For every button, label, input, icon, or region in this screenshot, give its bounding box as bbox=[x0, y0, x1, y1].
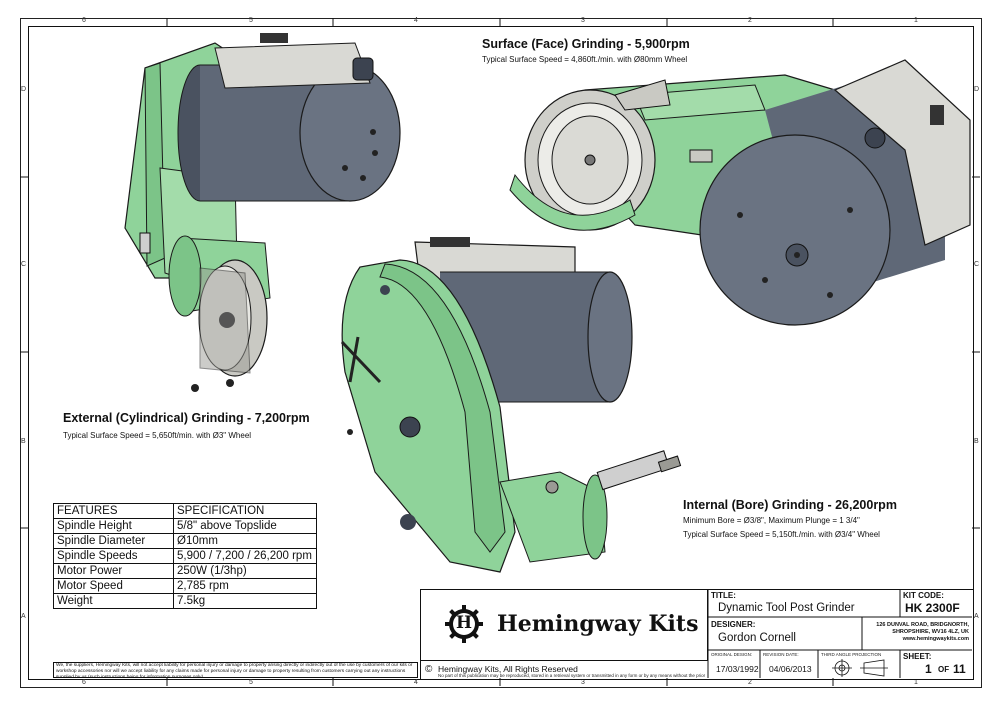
third-angle-projection-icon bbox=[832, 659, 888, 677]
zone-right-d: D bbox=[974, 86, 980, 93]
zone-top-4: 4 bbox=[414, 17, 418, 24]
surface-view-subtitle: Typical Surface Speed = 4,860ft./min. wi… bbox=[482, 55, 688, 64]
designer-name: Gordon Cornell bbox=[718, 632, 796, 644]
copyright-note: No part of this publication may be repro… bbox=[438, 673, 706, 678]
surface-grinding-render bbox=[509, 59, 971, 326]
original-design-label: ORIGINAL DESIGN: bbox=[711, 652, 753, 657]
external-view-title: External (Cylindrical) Grinding - 7,200r… bbox=[63, 411, 310, 425]
zone-bottom-1: 1 bbox=[914, 679, 918, 686]
zone-top-5: 5 bbox=[249, 17, 253, 24]
zone-top-3: 3 bbox=[581, 17, 585, 24]
copyright-symbol: © bbox=[425, 664, 433, 675]
zone-left-b: B bbox=[21, 438, 26, 445]
zone-bottom-3: 3 bbox=[581, 679, 585, 686]
zone-right-b: B bbox=[974, 438, 979, 445]
zone-right-a: A bbox=[974, 613, 979, 620]
external-grinding-render bbox=[124, 33, 401, 392]
zone-left-c: C bbox=[21, 261, 27, 268]
revision-date: 04/06/2013 bbox=[769, 664, 812, 674]
feature-name: Spindle Speeds bbox=[53, 548, 174, 564]
feature-spec: 7.5kg bbox=[173, 593, 317, 609]
copyright-text: Hemingway Kits, All Rights Reserved bbox=[438, 664, 578, 674]
feature-spec: 5/8" above Topslide bbox=[173, 518, 317, 534]
brand-name: Hemingway Kits bbox=[497, 611, 699, 637]
internal-grinding-render bbox=[340, 237, 682, 573]
feature-name: Spindle Diameter bbox=[53, 533, 174, 549]
gear-logo-icon bbox=[445, 605, 483, 643]
revision-date-label: REVISION DATE: bbox=[763, 652, 799, 657]
feature-name: Motor Power bbox=[53, 563, 174, 579]
feature-name: Spindle Height bbox=[53, 518, 174, 534]
surface-view-title: Surface (Face) Grinding - 5,900rpm bbox=[482, 37, 690, 51]
zone-top-2: 2 bbox=[748, 17, 752, 24]
kit-code-label: KIT CODE: bbox=[903, 591, 944, 600]
kit-code: HK 2300F bbox=[905, 601, 960, 615]
address-website: www.hemingwaykits.com bbox=[902, 636, 969, 642]
zone-bottom-2: 2 bbox=[748, 679, 752, 686]
sheet-label: SHEET: bbox=[903, 652, 932, 661]
zone-left-d: D bbox=[21, 86, 27, 93]
original-design-date: 17/03/1992 bbox=[716, 664, 759, 674]
feature-name: Weight bbox=[53, 593, 174, 609]
zone-bottom-6: 6 bbox=[82, 679, 86, 686]
sheet-total: 11 bbox=[953, 662, 966, 676]
drawing-title: Dynamic Tool Post Grinder bbox=[718, 602, 855, 614]
liability-disclaimer: We, the suppliers, Hemingway Kits, will … bbox=[53, 662, 418, 678]
logo-letter: H bbox=[456, 613, 473, 633]
title-label: TITLE: bbox=[711, 591, 736, 600]
internal-view-subtitle-bore: Minimum Bore = Ø3/8", Maximum Plunge = 1… bbox=[683, 516, 860, 525]
zone-bottom-5: 5 bbox=[249, 679, 253, 686]
designer-label: DESIGNER: bbox=[711, 620, 756, 629]
zone-bottom-4: 4 bbox=[414, 679, 418, 686]
internal-view-subtitle-speed: Typical Surface Speed = 5,150ft./min. wi… bbox=[683, 530, 880, 539]
zone-left-a: A bbox=[21, 613, 26, 620]
external-view-subtitle: Typical Surface Speed = 5,650ft/min. wit… bbox=[63, 431, 252, 440]
address-line: SHROPSHIRE, WV16 4LZ, UK bbox=[892, 629, 969, 635]
zone-top-6: 6 bbox=[82, 17, 86, 24]
title-block bbox=[420, 589, 974, 680]
zone-right-c: C bbox=[974, 261, 980, 268]
address-line: 126 DUNVAL ROAD, BRIDGNORTH, bbox=[876, 622, 969, 628]
sheet-of: OF bbox=[938, 665, 950, 674]
sheet-number: 1 bbox=[925, 662, 932, 676]
drawing-border-outer bbox=[20, 18, 982, 688]
company-address: 126 DUNVAL ROAD, BRIDGNORTH, SHROPSHIRE,… bbox=[864, 622, 969, 643]
internal-view-title: Internal (Bore) Grinding - 26,200rpm bbox=[683, 498, 897, 512]
projection-label: THIRD ANGLE PROJECTION bbox=[821, 652, 882, 657]
zone-top-1: 1 bbox=[914, 17, 918, 24]
